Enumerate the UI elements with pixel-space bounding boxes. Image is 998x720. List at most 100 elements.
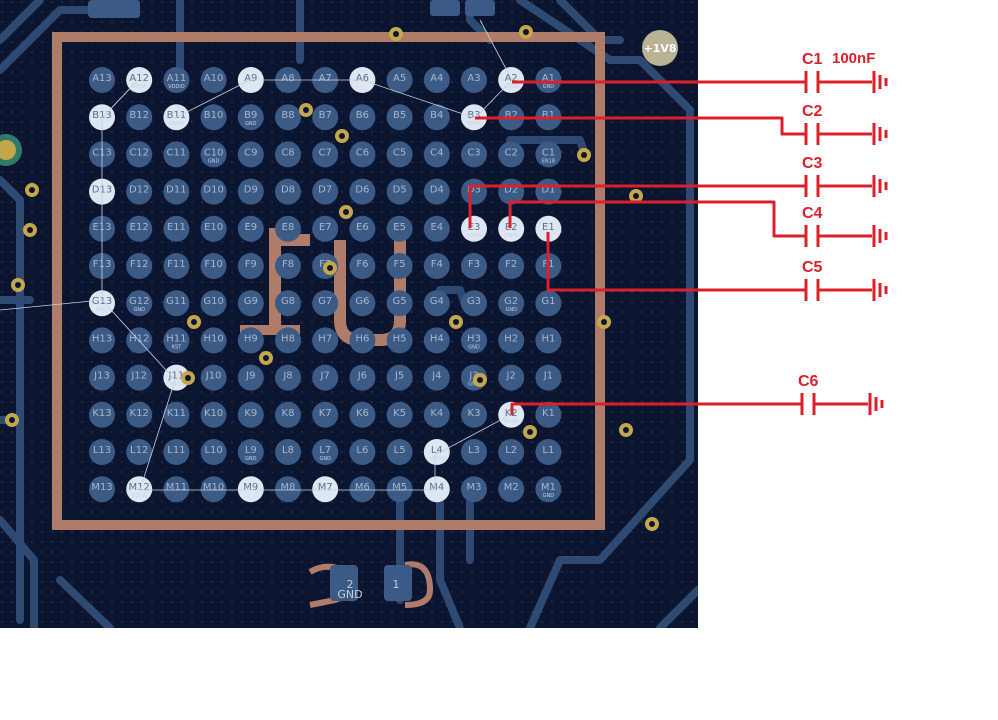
bga-pad-d6[interactable]: D6 — [349, 178, 376, 205]
bga-pad-k12[interactable]: K12 — [126, 401, 153, 428]
bga-pad-e4[interactable]: E4 — [423, 215, 450, 242]
bga-pad-d11[interactable]: D11 — [163, 178, 190, 205]
bga-pad-j2[interactable]: J2 — [498, 364, 525, 391]
bga-pad-m10[interactable]: M10 — [200, 476, 227, 503]
bga-pad-l11[interactable]: L11 — [163, 439, 190, 465]
capacitor-c2[interactable]: C2 — [802, 103, 888, 145]
bga-pad-e5[interactable]: E5 — [386, 215, 413, 242]
bga-pad-k4[interactable]: K4 — [423, 401, 450, 428]
bga-pad-g5[interactable]: G5 — [386, 290, 413, 317]
bga-pad-c5[interactable]: C5 — [386, 141, 413, 168]
bga-pad-c3[interactable]: C3 — [461, 141, 487, 168]
bga-pad-e11[interactable]: E11 — [163, 215, 190, 242]
bga-pad-f6[interactable]: F6 — [349, 253, 376, 279]
bga-pad-f12[interactable]: F12 — [126, 253, 153, 279]
bga-pad-l2[interactable]: L2 — [498, 439, 525, 465]
bga-pad-d4[interactable]: D4 — [423, 178, 450, 205]
bga-pad-m3[interactable]: M3 — [461, 476, 487, 503]
bga-pad-k7[interactable]: K7 — [312, 401, 339, 428]
bga-pad-h4[interactable]: H4 — [423, 327, 450, 354]
bga-pad-a3[interactable]: A3 — [461, 67, 487, 93]
bga-pad-a13[interactable]: A13 — [89, 67, 115, 93]
capacitor-c6[interactable]: C6 — [798, 373, 884, 415]
bga-pad-f9[interactable]: F9 — [237, 253, 264, 279]
capacitor-c5[interactable]: C5 — [802, 259, 888, 301]
bga-pad-e9[interactable]: E9 — [237, 215, 264, 242]
bga-pad-f3[interactable]: F3 — [461, 253, 487, 279]
bga-pad-b7[interactable]: B7 — [312, 104, 339, 131]
bga-pad-g6[interactable]: G6 — [349, 290, 376, 317]
bga-pad-g10[interactable]: G10 — [200, 290, 227, 317]
bga-pad-l5[interactable]: L5 — [386, 439, 413, 465]
bga-pad-k8[interactable]: K8 — [275, 401, 301, 428]
bga-pad-e8[interactable]: E8 — [275, 215, 301, 242]
bga-pad-j8[interactable]: J8 — [275, 364, 301, 391]
bga-pad-j7[interactable]: J7 — [312, 364, 339, 391]
bga-pad-c12[interactable]: C12 — [126, 141, 153, 168]
bga-pad-h5[interactable]: H5 — [386, 327, 413, 354]
bga-pad-f5[interactable]: F5 — [386, 253, 413, 279]
bga-pad-c11[interactable]: C11 — [163, 141, 190, 168]
bga-pad-j12[interactable]: J12 — [126, 364, 153, 391]
bga-pad-m5[interactable]: M5 — [386, 476, 413, 503]
bga-pad-b12[interactable]: B12 — [126, 104, 153, 131]
bga-pad-d8[interactable]: D8 — [275, 178, 301, 205]
bga-pad-j10[interactable]: J10 — [200, 364, 227, 391]
bga-pad-k3[interactable]: K3 — [461, 401, 487, 428]
bga-pad-f2[interactable]: F2 — [498, 253, 525, 279]
bga-pad-j6[interactable]: J6 — [349, 364, 376, 391]
bga-pad-e12[interactable]: E12 — [126, 215, 153, 242]
bga-pad-k10[interactable]: K10 — [200, 401, 227, 428]
bga-pad-c9[interactable]: C9 — [237, 141, 264, 168]
bga-pad-f8[interactable]: F8 — [275, 253, 301, 279]
bga-pad-k5[interactable]: K5 — [386, 401, 413, 428]
bga-pad-h1[interactable]: H1 — [535, 327, 562, 354]
bga-pad-h13[interactable]: H13 — [89, 327, 115, 354]
bga-pad-m4[interactable]: M4 — [423, 476, 450, 503]
bga-pad-j5[interactable]: J5 — [386, 364, 413, 391]
capacitor-c3[interactable]: C3 — [802, 155, 888, 197]
bga-pad-d9[interactable]: D9 — [237, 178, 264, 205]
bga-pad-e7[interactable]: E7 — [312, 215, 339, 242]
bga-pad-k13[interactable]: K13 — [89, 401, 115, 428]
bga-pad-g1[interactable]: G1 — [535, 290, 562, 317]
bga-pad-h8[interactable]: H8 — [275, 327, 301, 354]
bga-pad-l3[interactable]: L3 — [461, 439, 487, 465]
bga-pad-f10[interactable]: F10 — [200, 253, 227, 279]
bga-pad-h10[interactable]: H10 — [200, 327, 227, 354]
bga-pad-m6[interactable]: M6 — [349, 476, 376, 503]
bga-pad-e6[interactable]: E6 — [349, 215, 376, 242]
bga-pad-j4[interactable]: J4 — [423, 364, 450, 391]
bga-pad-c2[interactable]: C2 — [498, 141, 525, 168]
bga-pad-a10[interactable]: A10 — [200, 67, 227, 93]
bga-pad-c4[interactable]: C4 — [423, 141, 450, 168]
bga-pad-j13[interactable]: J13 — [89, 364, 115, 391]
bga-pad-m2[interactable]: M2 — [498, 476, 525, 503]
bga-pad-c6[interactable]: C6 — [349, 141, 376, 168]
bga-pad-b5[interactable]: B5 — [386, 104, 413, 131]
bga-pad-g11[interactable]: G11 — [163, 290, 190, 317]
bga-pad-g9[interactable]: G9 — [237, 290, 264, 317]
bga-pad-b10[interactable]: B10 — [200, 104, 227, 131]
bga-pad-e10[interactable]: E10 — [200, 215, 227, 242]
bga-pad-d12[interactable]: D12 — [126, 178, 153, 205]
bga-pad-b8[interactable]: B8 — [275, 104, 301, 131]
bga-pad-e1[interactable]: E1 — [535, 215, 562, 242]
bga-pad-f11[interactable]: F11 — [163, 253, 190, 279]
bga-pad-m8[interactable]: M8 — [275, 476, 301, 503]
